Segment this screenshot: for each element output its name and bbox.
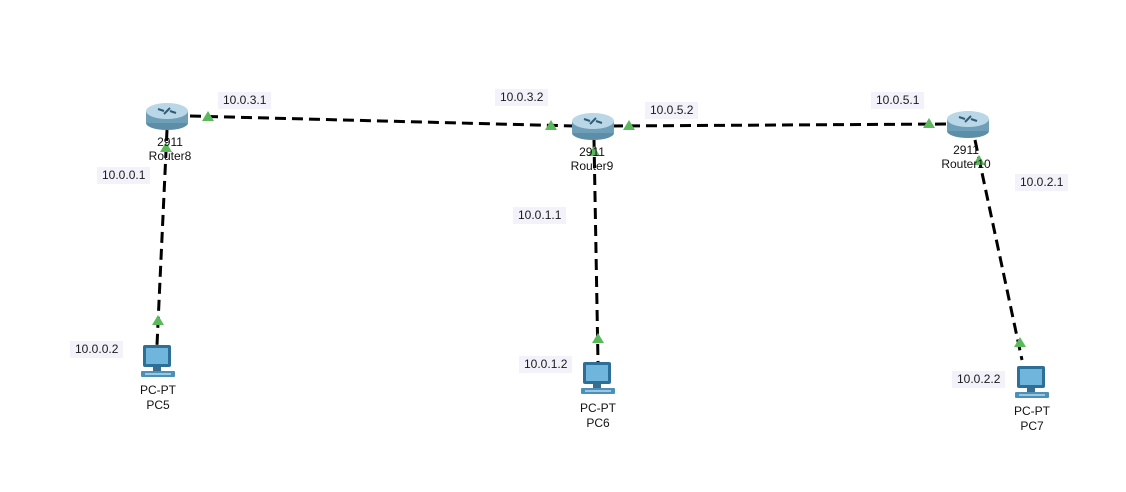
ip-label-router9-to-router10: 10.0.5.2	[645, 102, 699, 119]
ip-label-router9-to-router8: 10.0.3.2	[495, 89, 549, 106]
ip-label-router8-to-pc5: 10.0.0.1	[97, 167, 151, 184]
link-router8-router9[interactable]	[189, 114, 576, 128]
link-router9-pc6[interactable]	[592, 139, 600, 363]
ip-label-pc7: 10.0.2.2	[952, 371, 1006, 388]
pc7-model-label: PC-PT	[1014, 404, 1050, 418]
router9-model-label: 2911	[579, 145, 605, 159]
pc7-name-label: PC7	[1020, 419, 1044, 433]
router-icon[interactable]	[945, 109, 991, 139]
ip-label-router10-to-router9: 10.0.5.1	[871, 92, 925, 109]
link-status-up-icon	[588, 146, 600, 156]
link-status-up-icon	[202, 111, 214, 121]
link-status-up-icon	[1014, 337, 1026, 347]
router9-name-label: Router9	[570, 159, 614, 173]
router10-model-label: 2911	[953, 143, 979, 157]
link-router10-pc7[interactable]	[973, 139, 1024, 361]
router10-name-label: Router10	[941, 157, 991, 171]
link-status-up-icon	[592, 333, 604, 343]
link-status-up-icon	[923, 118, 935, 128]
pc-icon[interactable]	[579, 360, 617, 398]
ip-label-pc6: 10.0.1.2	[519, 356, 573, 373]
router-icon[interactable]	[570, 111, 616, 141]
pc6-name-label: PC6	[586, 416, 610, 430]
link-status-up-icon	[623, 120, 635, 130]
pc-icon[interactable]	[139, 343, 177, 381]
pc5-name-label: PC5	[146, 398, 170, 412]
router8-name-label: Router8	[148, 149, 192, 163]
ip-label-router9-to-pc6: 10.0.1.1	[513, 207, 567, 224]
pc6-model-label: PC-PT	[580, 401, 616, 415]
router-icon[interactable]	[144, 101, 190, 131]
link-status-up-icon	[545, 120, 557, 130]
link-router8-pc5[interactable]	[155, 129, 169, 346]
link-status-up-icon	[973, 155, 985, 165]
ip-label-router10-to-pc7: 10.0.2.1	[1015, 174, 1069, 191]
link-status-up-icon	[152, 315, 164, 325]
link-router9-router10[interactable]	[611, 122, 949, 128]
ip-label-router8-to-router9: 10.0.3.1	[218, 92, 272, 109]
link-status-up-icon	[160, 142, 172, 152]
router8-model-label: 2911	[157, 135, 183, 149]
pc-icon[interactable]	[1013, 364, 1051, 402]
pc5-model-label: PC-PT	[140, 383, 176, 397]
ip-label-pc5: 10.0.0.2	[70, 341, 124, 358]
